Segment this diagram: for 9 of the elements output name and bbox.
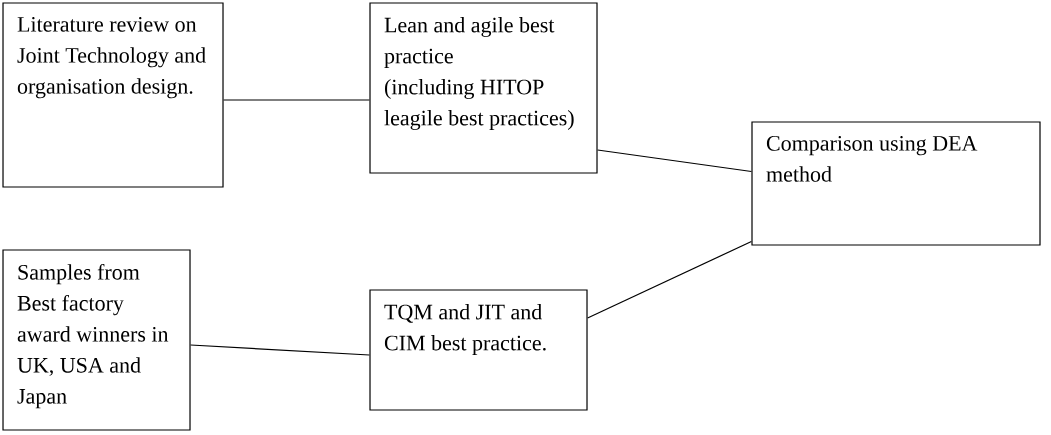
- connector-line: [223, 99, 370, 101]
- process-box: Comparison using DEA method: [751, 121, 1041, 246]
- connector-line: [597, 149, 752, 173]
- process-box: TQM and JIT and CIM best practice.: [369, 289, 588, 411]
- process-box: Samples from Best factory award winners in UK, USA and Japan: [2, 249, 191, 431]
- process-box: Literature review on Joint Technology and organisation design.: [2, 2, 224, 188]
- connector-line: [190, 344, 370, 356]
- process-box: Lean and agile best practice (including HITOP leagile best practices): [369, 2, 598, 174]
- connector-line: [587, 240, 752, 319]
